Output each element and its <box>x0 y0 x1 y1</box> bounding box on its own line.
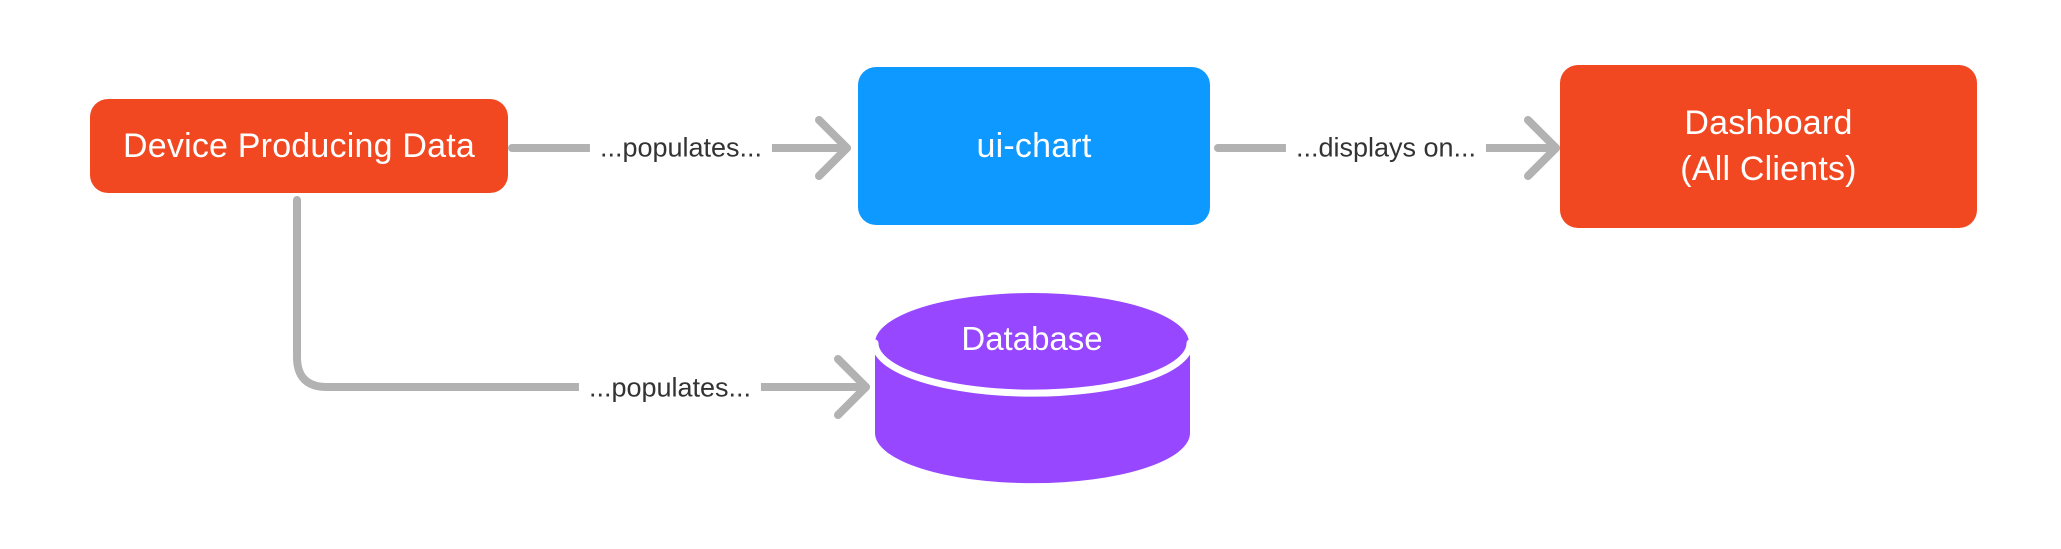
arrowhead-icon <box>815 116 851 180</box>
node-database-label: Database <box>961 320 1103 357</box>
node-ui-chart[interactable]: ui-chart <box>858 67 1210 225</box>
node-label-line1: Dashboard <box>1684 103 1853 142</box>
node-label-line2: (All Clients) <box>1680 149 1857 188</box>
node-device-producing-data[interactable]: Device Producing Data <box>90 99 508 193</box>
cylinder-seam <box>871 339 1194 397</box>
arrowhead-icon <box>1524 116 1560 180</box>
edge-label-populates-top[interactable]: ...populates... <box>589 130 773 166</box>
node-label: Device Producing Data <box>123 126 475 165</box>
database-cylinder[interactable] <box>871 293 1194 484</box>
arrowhead-icon <box>834 355 870 419</box>
cylinder-top-cap <box>875 293 1189 393</box>
cylinder-body <box>875 343 1190 484</box>
edge-line <box>293 196 870 391</box>
edge-label-populates-bottom[interactable]: ...populates... <box>578 370 762 406</box>
edge-device-to-database[interactable] <box>293 196 870 419</box>
node-dashboard[interactable]: Dashboard (All Clients) <box>1560 65 1977 228</box>
node-label: Dashboard (All Clients) <box>1680 101 1856 193</box>
node-label: ui-chart <box>976 126 1092 165</box>
edge-label-displays-on[interactable]: ...displays on... <box>1285 130 1487 166</box>
